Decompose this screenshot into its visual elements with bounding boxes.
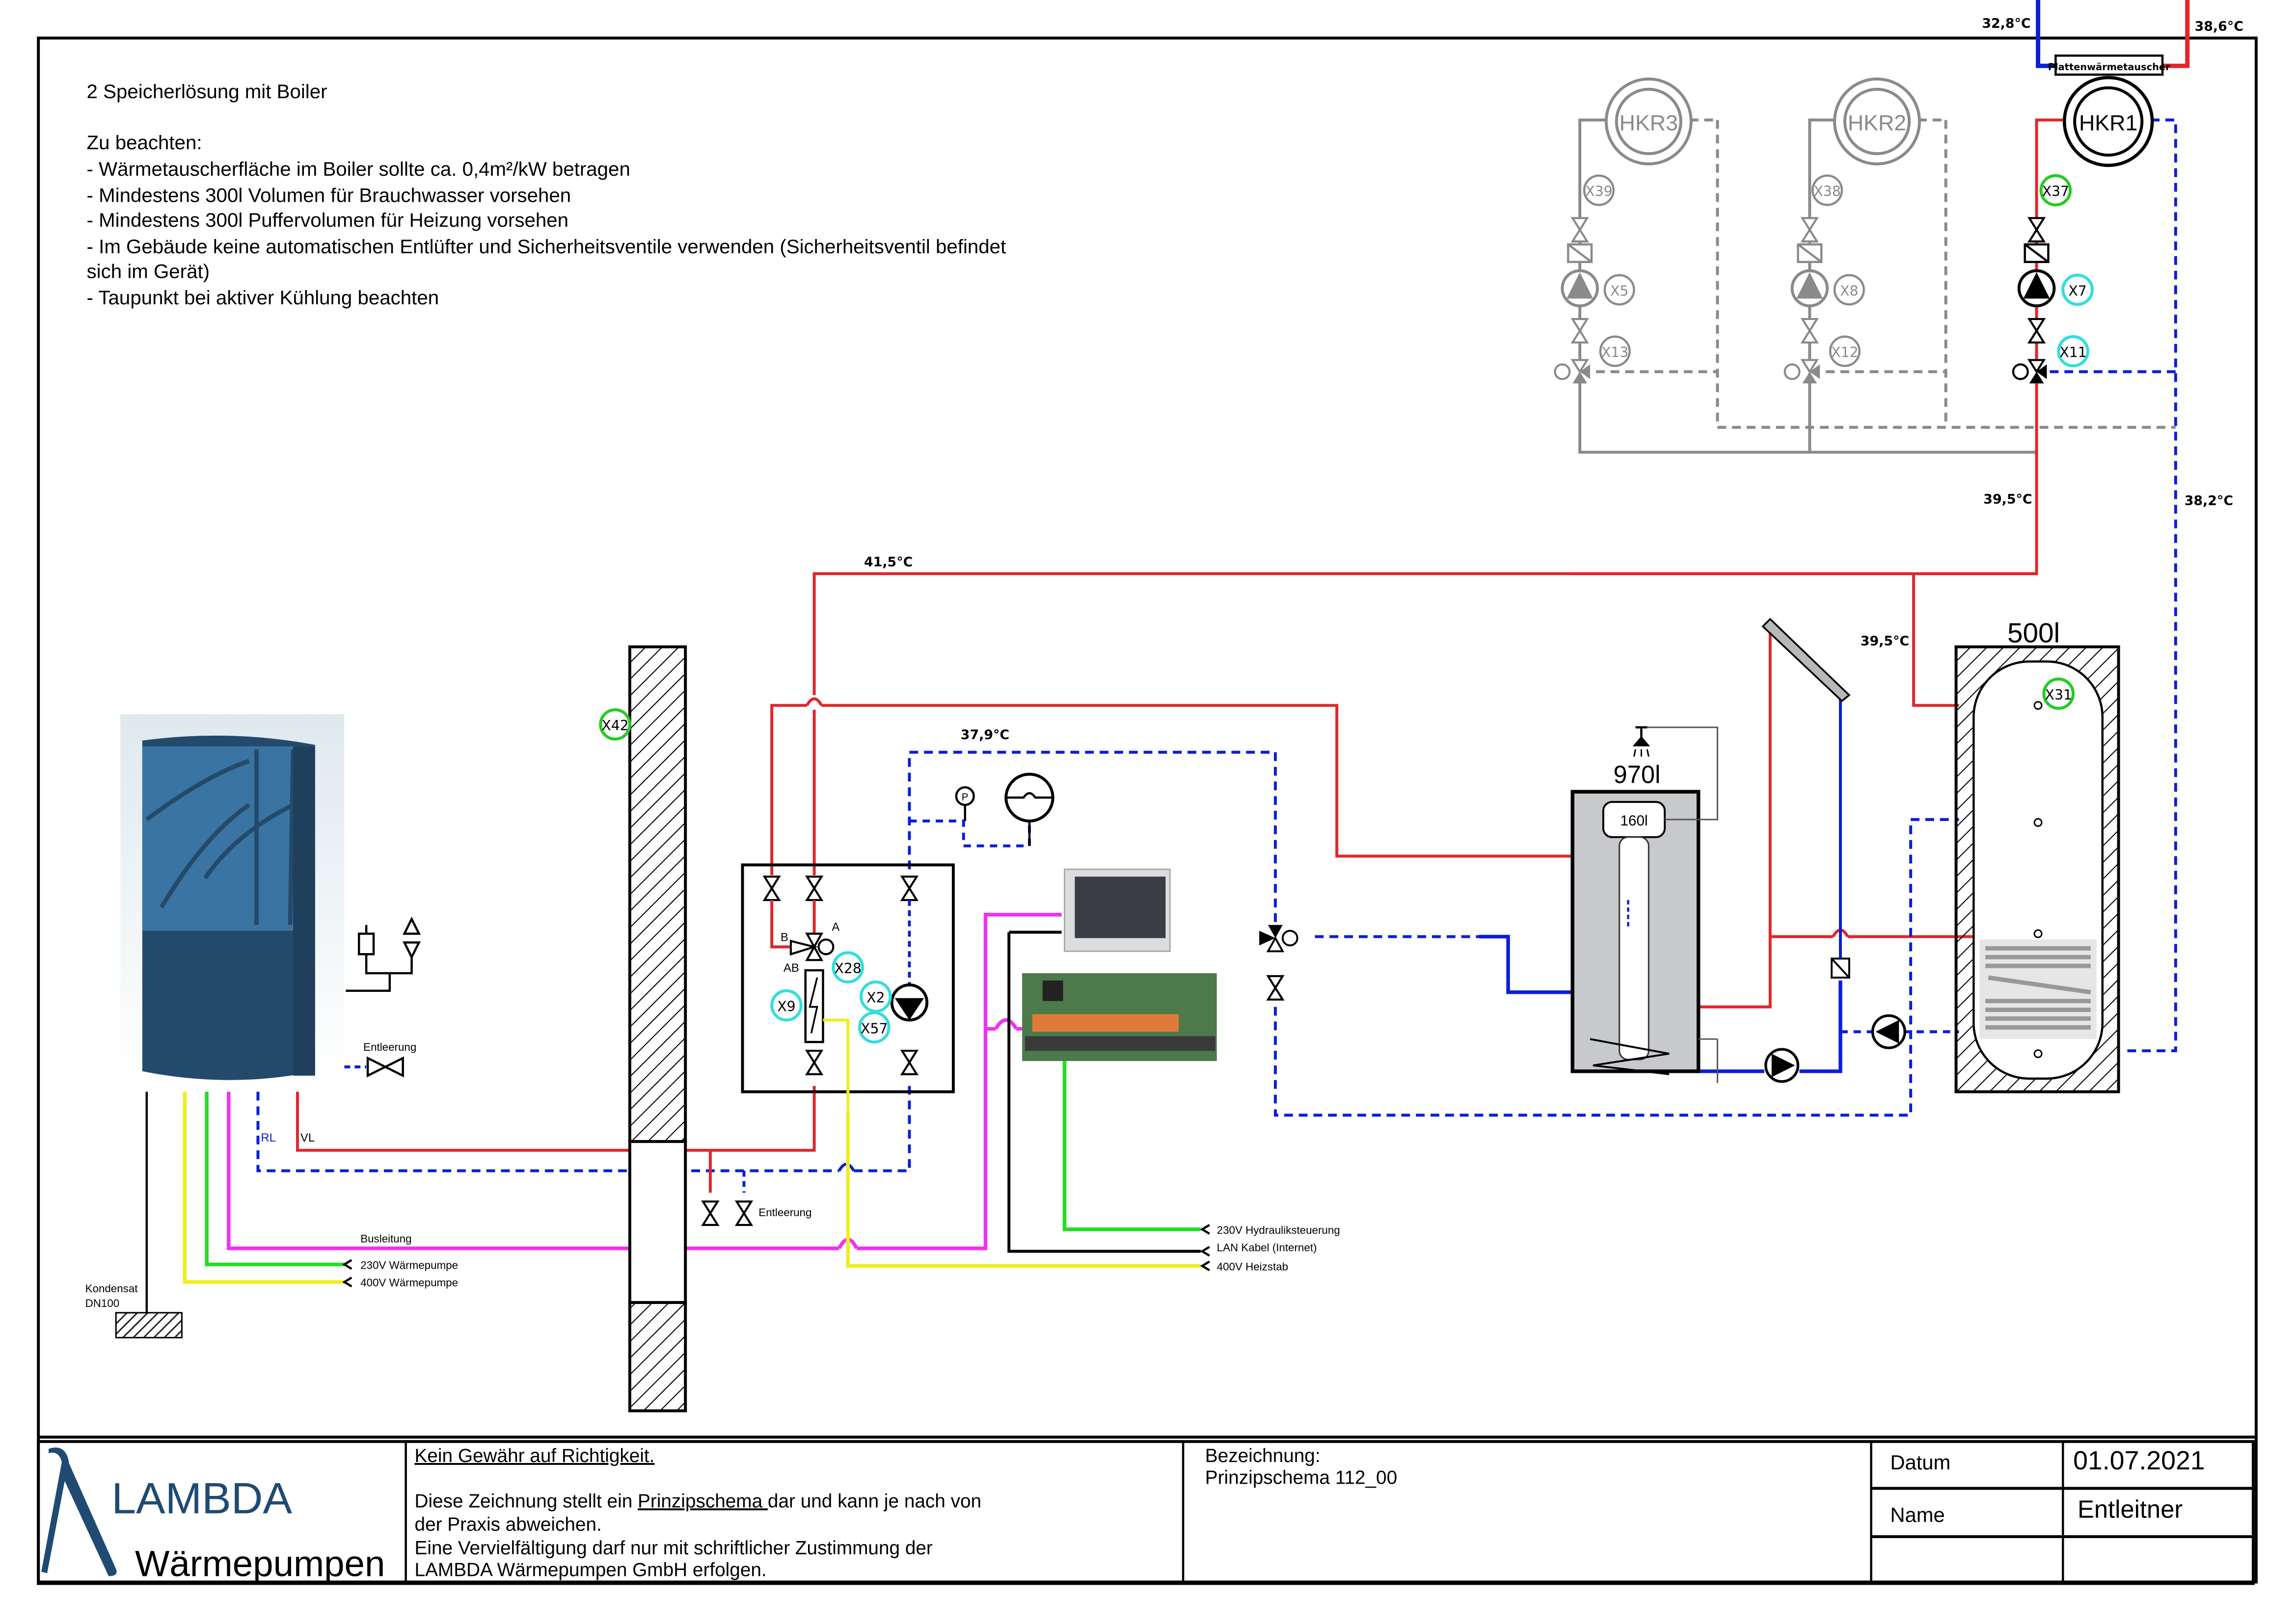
temp-plate-return: 32,8°C bbox=[1982, 16, 2030, 31]
hkr2-label: HKR2 bbox=[1848, 111, 1906, 135]
notes-title: 2 Speicherlösung mit Boiler bbox=[87, 80, 327, 103]
name-value: Entleitner bbox=[2078, 1495, 2183, 1523]
buffer-pump bbox=[1871, 1014, 1906, 1049]
heating-circuits: HKR3 X39 X5 X13 HKR2 bbox=[1554, 76, 2233, 1053]
dhw-tank: 160l 970l bbox=[1570, 726, 1718, 1083]
buffer-volume: 500l bbox=[2007, 618, 2060, 649]
drain-label-wall: Entleerung bbox=[758, 1206, 811, 1219]
expansion-vessel: P bbox=[955, 772, 1054, 846]
valve-port-ab: AB bbox=[783, 961, 799, 975]
feed-hydraulik: 230V Hydrauliksteuerung bbox=[1217, 1224, 1340, 1236]
switching-valve bbox=[1259, 925, 1298, 1000]
dhw-volume: 970l bbox=[1614, 760, 1661, 788]
busleitung-label: Busleitung bbox=[360, 1233, 411, 1245]
building-wall: X42 Entleerung bbox=[599, 645, 811, 1412]
mixer-x13: X13 bbox=[1601, 345, 1628, 361]
dhw-inner-volume: 160l bbox=[1620, 813, 1648, 829]
controller-board bbox=[1022, 973, 1217, 1231]
temp-plate-supply: 38,6°C bbox=[2195, 19, 2243, 34]
disclaimer: Kein Gewähr auf Richtigkeit. bbox=[415, 1445, 655, 1466]
sensor-x28: X28 bbox=[834, 960, 861, 977]
title-block: LAMBDA Wärmepumpen Kein Gewähr auf Richt… bbox=[37, 1440, 2255, 1585]
power-400-hp: 400V Wärmepumpe bbox=[360, 1277, 458, 1289]
note-line: - Mindestens 300l Puffervolumen für Heiz… bbox=[87, 209, 568, 231]
solar-collector bbox=[1761, 617, 1851, 702]
solar-pump bbox=[1764, 1048, 1800, 1083]
valve-port-a: A bbox=[832, 921, 839, 934]
hkr1-label: HKR1 bbox=[2079, 111, 2137, 135]
disclaimer-text: Diese Zeichnung stellt ein Prinzipschema… bbox=[415, 1490, 982, 1512]
logo-lambda: LAMBDA bbox=[111, 1473, 292, 1522]
sensor-x2: X2 bbox=[866, 990, 885, 1006]
plate-heat-exchanger: Plattenwärmetauscher 32,8°C 38,6°C bbox=[1982, 0, 2243, 76]
buffer-tank: X31 500l bbox=[1954, 618, 2120, 1093]
sensor-x37: X37 bbox=[2042, 184, 2069, 200]
notes-block: 2 Speicherlösung mit Boiler Zu beachten:… bbox=[87, 80, 1006, 309]
feed-lan: LAN Kabel (Internet) bbox=[1217, 1242, 1317, 1254]
temp-hkr1-return: 38,2°C bbox=[2185, 493, 2233, 508]
pump-x7: X7 bbox=[2068, 283, 2086, 299]
feed-heizstab: 400V Heizstab bbox=[1217, 1260, 1288, 1273]
mixer-x11: X11 bbox=[2059, 345, 2086, 361]
drain-valve-hp: Entleerung bbox=[344, 1041, 416, 1078]
electrical-feeds: 230V Hydrauliksteuerung LAN Kabel (Inter… bbox=[846, 1112, 1340, 1273]
safety-group-icon bbox=[346, 916, 421, 992]
notes-heading: Zu beachten: bbox=[87, 132, 202, 154]
kondensat-label: Kondensat bbox=[85, 1282, 138, 1295]
temp-buffer-supply: 39,5°C bbox=[1861, 634, 1909, 649]
designation-value: Prinzipschema 112_00 bbox=[1205, 1467, 1397, 1489]
pump-x8: X8 bbox=[1840, 283, 1858, 299]
vl-label: VL bbox=[300, 1131, 315, 1144]
temp-main-return: 37,9°C bbox=[961, 727, 1009, 743]
valve-port-b: B bbox=[781, 931, 788, 944]
circuit-hkr2: HKR2 X38 X8 X12 bbox=[1783, 78, 1946, 384]
disclaimer-text: LAMBDA Wärmepumpen GmbH erfolgen. bbox=[415, 1560, 767, 1581]
supply-lines: 41,5°C 39,5°C bbox=[770, 555, 2047, 1009]
drawing-frame bbox=[37, 36, 2258, 1584]
hkr3-label: HKR3 bbox=[1620, 111, 1678, 135]
temp-main-supply: 41,5°C bbox=[864, 555, 913, 570]
power-230-hp: 230V Wärmepumpe bbox=[360, 1259, 458, 1271]
sensor-x42: X42 bbox=[601, 718, 628, 734]
rl-label: RL bbox=[261, 1131, 275, 1144]
note-line: - Mindestens 300l Volumen für Brauchwass… bbox=[87, 185, 571, 207]
plate-hx-label: Plattenwärmetauscher bbox=[2048, 61, 2170, 73]
controller-display bbox=[1007, 868, 1201, 1253]
note-line: sich im Gerät) bbox=[87, 261, 210, 283]
shower-icon bbox=[1632, 726, 1650, 757]
note-line: - Im Gebäude keine automatischen Entlüft… bbox=[87, 236, 1006, 258]
sensor-x31: X31 bbox=[2045, 687, 2072, 703]
heat-pump-unit bbox=[120, 714, 345, 1083]
mixer-x12: X12 bbox=[1831, 345, 1858, 361]
designation-label: Bezeichnung: bbox=[1205, 1445, 1321, 1466]
pressure-label: P bbox=[962, 792, 969, 803]
sensor-x38: X38 bbox=[1813, 184, 1840, 200]
pump-x5: X5 bbox=[1610, 283, 1628, 299]
dn100-label: DN100 bbox=[85, 1297, 120, 1309]
company-logo: LAMBDA Wärmepumpen bbox=[41, 1447, 385, 1584]
circuit-hkr3: HKR3 X39 X5 X13 bbox=[1554, 78, 1718, 384]
date-label: Datum bbox=[1890, 1451, 1950, 1474]
name-label: Name bbox=[1890, 1503, 1945, 1526]
hydraulic-module: A B AB X28 X9 X2 X57 bbox=[741, 863, 955, 1113]
sensor-x57: X57 bbox=[861, 1020, 888, 1037]
date-value: 01.07.2021 bbox=[2073, 1446, 2205, 1475]
drain-gravel-icon bbox=[115, 1312, 183, 1339]
note-line: - Wärmetauscherfläche im Boiler sollte c… bbox=[87, 158, 630, 180]
heater-x9: X9 bbox=[777, 999, 795, 1015]
sensor-x39: X39 bbox=[1585, 184, 1612, 200]
note-line: - Taupunkt bei aktiver Kühlung beachten bbox=[87, 287, 439, 309]
disclaimer-text: Eine Vervielfältigung darf nur mit schri… bbox=[415, 1538, 933, 1559]
disclaimer-text: der Praxis abweichen. bbox=[415, 1514, 602, 1535]
check-valve bbox=[1831, 958, 1850, 979]
drain-label-hp: Entleerung bbox=[363, 1041, 416, 1053]
temp-hkr1-supply: 39,5°C bbox=[1983, 492, 2032, 507]
logo-waermepumpen: Wärmepumpen bbox=[135, 1543, 385, 1584]
